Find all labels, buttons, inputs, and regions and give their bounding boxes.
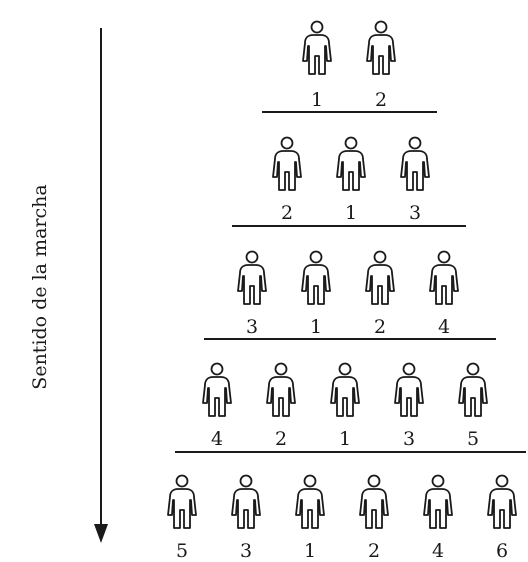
position-number: 4	[438, 316, 450, 338]
person-icon	[202, 362, 232, 417]
person-icon	[266, 362, 296, 417]
person-icon	[272, 136, 302, 191]
position-number: 5	[467, 428, 479, 450]
person-icon	[237, 250, 267, 305]
formation-row-5: 5 3 1 2 4 6	[167, 474, 517, 562]
person-icon	[423, 474, 453, 529]
person-icon	[394, 362, 424, 417]
person-icon	[487, 474, 517, 529]
direction-arrow	[94, 28, 108, 543]
position-number: 1	[345, 202, 357, 224]
person-icon	[301, 250, 331, 305]
person-icon	[458, 362, 488, 417]
position-number: 1	[339, 428, 351, 450]
position-number: 2	[281, 202, 293, 224]
position-number: 1	[304, 540, 316, 562]
position-number: 5	[176, 540, 188, 562]
person-icon	[330, 362, 360, 417]
position-number: 6	[496, 540, 508, 562]
position-number: 3	[240, 540, 252, 562]
person-icon	[336, 136, 366, 191]
formation-row-4: 4 2 1 3 5	[202, 362, 488, 450]
position-number: 2	[374, 316, 386, 338]
position-number: 4	[432, 540, 444, 562]
position-number: 2	[375, 89, 387, 111]
position-number: 4	[211, 428, 223, 450]
person-icon	[429, 250, 459, 305]
person-icon	[359, 474, 389, 529]
person-icon	[231, 474, 261, 529]
position-number: 1	[310, 316, 322, 338]
person-icon	[302, 20, 332, 75]
person-icon	[365, 250, 395, 305]
position-number: 1	[311, 89, 323, 111]
position-number: 3	[409, 202, 421, 224]
position-number: 3	[246, 316, 258, 338]
position-number: 3	[403, 428, 415, 450]
row-separators	[175, 111, 526, 453]
person-icon	[167, 474, 197, 529]
person-icon	[366, 20, 396, 75]
position-number: 2	[275, 428, 287, 450]
person-icon	[400, 136, 430, 191]
position-number: 2	[368, 540, 380, 562]
direction-label: Sentido de la marcha	[29, 184, 51, 389]
formation-row-2: 2 1 3	[272, 136, 430, 224]
formation-row-3: 3 1 2 4	[237, 250, 459, 338]
person-icon	[295, 474, 325, 529]
